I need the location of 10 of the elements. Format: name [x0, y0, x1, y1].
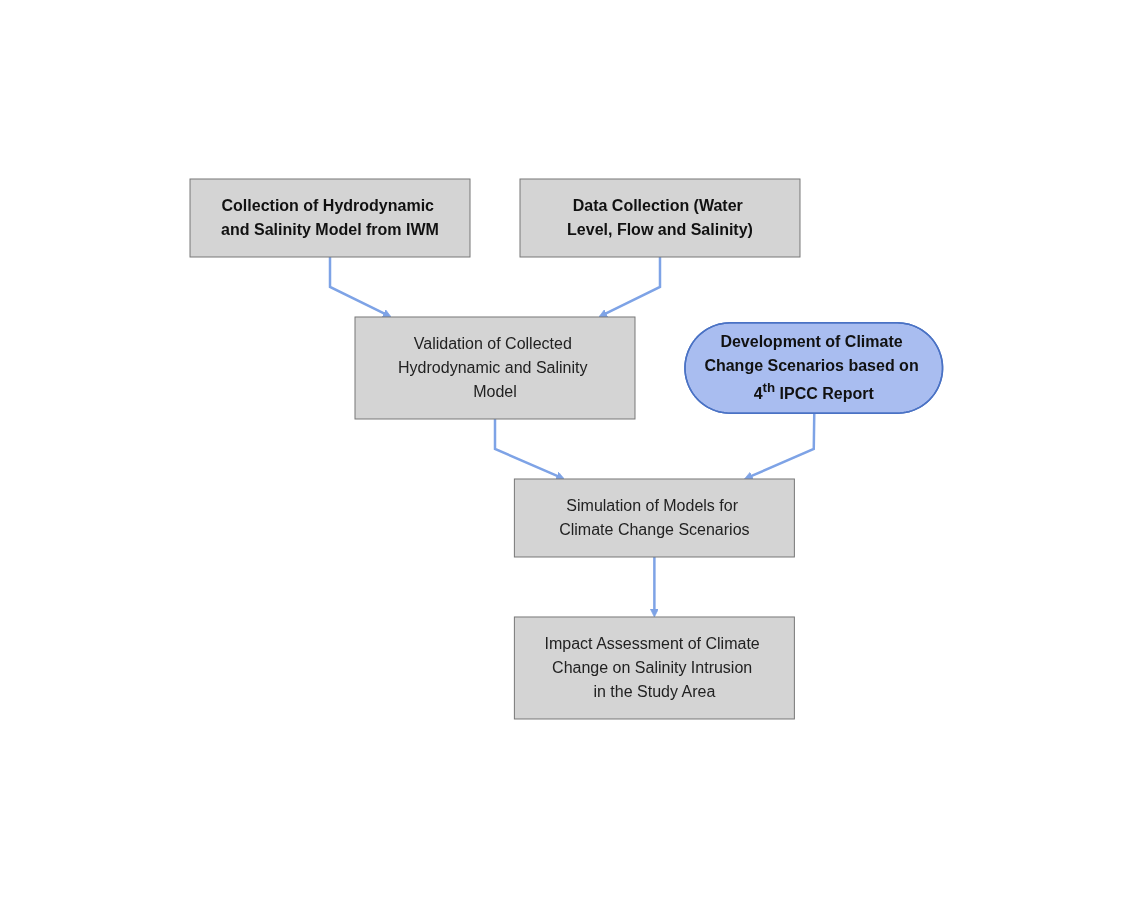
arrow: [650, 556, 659, 617]
node-box: Data Collection (Water Level, Flow and Salinity): [519, 178, 801, 257]
node-box: Impact Assessment of Climate Change on Salinity Intrusion in the Study Area: [514, 616, 796, 719]
node-box: Collection of Hydrodynamic and Salinity Model from IWM: [189, 178, 471, 257]
node-box: Validation of Collected Hydrodynamic and Salinity Model: [354, 316, 636, 419]
arrow: [494, 418, 565, 480]
arrow: [598, 256, 662, 317]
node-box: Simulation of Models for Climate Change Scenarios: [514, 478, 796, 557]
arrow: [744, 413, 816, 480]
arrow: [329, 256, 392, 317]
